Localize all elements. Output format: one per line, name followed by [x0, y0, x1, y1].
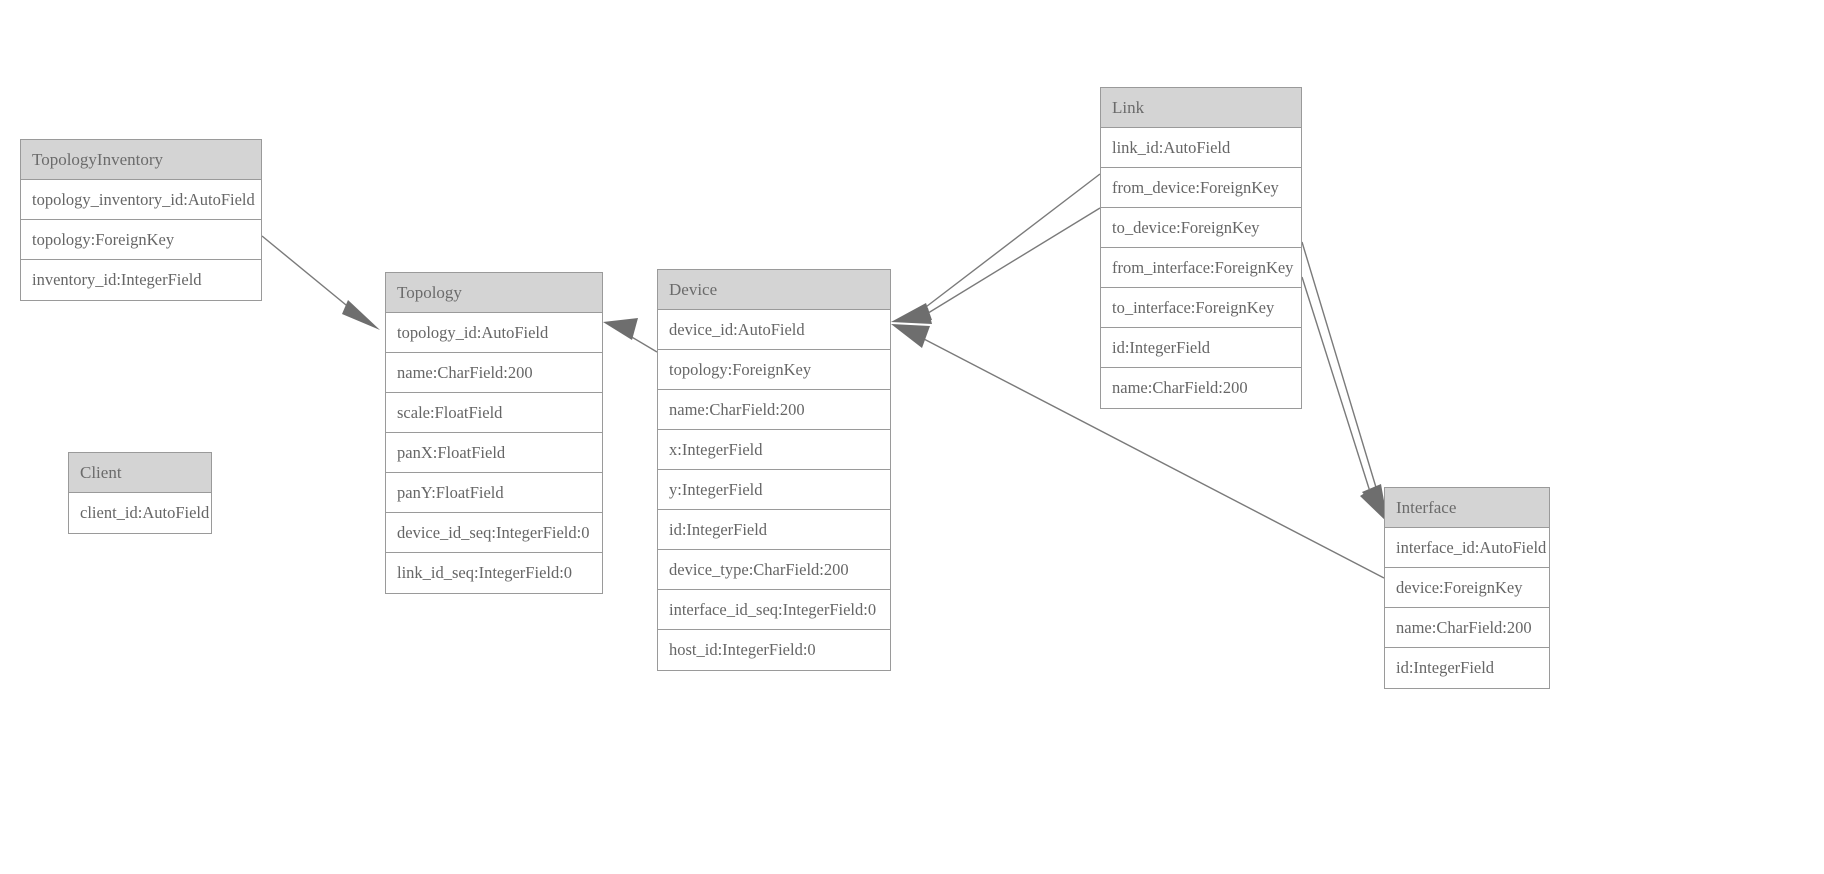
entity-field-row: from_device:ForeignKey: [1101, 168, 1301, 208]
entity-field-row: id:IntegerField: [658, 510, 890, 550]
entity-field-row: name:CharField:200: [386, 353, 602, 393]
entity-field-row: topology_inventory_id:AutoField: [21, 180, 261, 220]
entity-field-row: device_id_seq:IntegerField:0: [386, 513, 602, 553]
entity-title-topology-inventory: TopologyInventory: [21, 140, 261, 180]
edge-link-tointerface-to-interface: [1301, 276, 1388, 523]
entity-device[interactable]: Device device_id:AutoField topology:Fore…: [657, 269, 891, 671]
entity-field-row: panX:FloatField: [386, 433, 602, 473]
entity-field-row: scale:FloatField: [386, 393, 602, 433]
entity-title-topology: Topology: [386, 273, 602, 313]
entity-field-row: id:IntegerField: [1385, 648, 1549, 688]
entity-title-client: Client: [69, 453, 211, 493]
entity-title-link: Link: [1101, 88, 1301, 128]
entity-field-row: name:CharField:200: [1101, 368, 1301, 408]
entity-field-row: host_id:IntegerField:0: [658, 630, 890, 670]
entity-topology[interactable]: Topology topology_id:AutoField name:Char…: [385, 272, 603, 594]
entity-field-row: from_interface:ForeignKey: [1101, 248, 1301, 288]
entity-field-row: device_type:CharField:200: [658, 550, 890, 590]
entity-field-row: interface_id_seq:IntegerField:0: [658, 590, 890, 630]
entity-field-row: x:IntegerField: [658, 430, 890, 470]
edge-link-fromdevice-to-device: [891, 173, 1101, 322]
edge-device-to-topology: [603, 318, 658, 353]
entity-field-row: device:ForeignKey: [1385, 568, 1549, 608]
entity-field-row: link_id:AutoField: [1101, 128, 1301, 168]
entity-title-interface: Interface: [1385, 488, 1549, 528]
entity-field-row: y:IntegerField: [658, 470, 890, 510]
edge-link-frominterface-to-interface: [1301, 241, 1388, 523]
entity-field-row: to_interface:ForeignKey: [1101, 288, 1301, 328]
entity-field-row: client_id:AutoField: [69, 493, 211, 533]
edge-topologyinventory-to-topology: [261, 235, 380, 330]
entity-topology-inventory[interactable]: TopologyInventory topology_inventory_id:…: [20, 139, 262, 301]
entity-field-row: topology_id:AutoField: [386, 313, 602, 353]
entity-field-row: name:CharField:200: [658, 390, 890, 430]
entity-field-row: device_id:AutoField: [658, 310, 890, 350]
entity-field-row: topology:ForeignKey: [658, 350, 890, 390]
entity-field-row: id:IntegerField: [1101, 328, 1301, 368]
entity-field-row: to_device:ForeignKey: [1101, 208, 1301, 248]
entity-link[interactable]: Link link_id:AutoField from_device:Forei…: [1100, 87, 1302, 409]
entity-interface[interactable]: Interface interface_id:AutoField device:…: [1384, 487, 1550, 689]
entity-field-row: name:CharField:200: [1385, 608, 1549, 648]
edge-link-todevice-to-device: [891, 207, 1101, 324]
entity-field-row: link_id_seq:IntegerField:0: [386, 553, 602, 593]
entity-client[interactable]: Client client_id:AutoField: [68, 452, 212, 534]
entity-field-row: topology:ForeignKey: [21, 220, 261, 260]
entity-field-row: interface_id:AutoField: [1385, 528, 1549, 568]
entity-field-row: inventory_id:IntegerField: [21, 260, 261, 300]
entity-field-row: panY:FloatField: [386, 473, 602, 513]
entity-title-device: Device: [658, 270, 890, 310]
